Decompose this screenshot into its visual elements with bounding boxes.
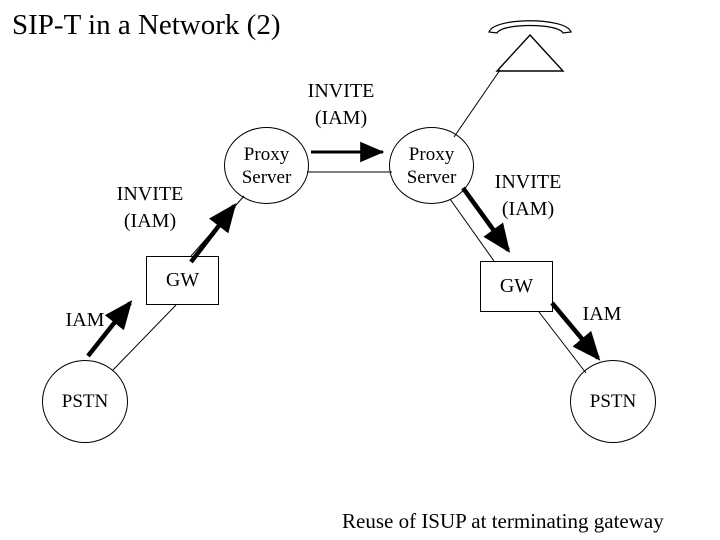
flow-label-iam-originating: IAM	[65, 309, 105, 331]
arrow-invite-originating	[189, 203, 237, 264]
flow-label-invite-proxy-to-proxy: INVITE (IAM)	[307, 80, 375, 129]
node-gateway-right[interactable]: GW	[480, 261, 553, 312]
link-gw-left-to-proxy-left	[190, 195, 245, 257]
node-label: GW	[499, 275, 534, 297]
link-pstn-left-to-gw-left	[112, 304, 177, 371]
node-label: PSTN	[61, 391, 109, 412]
flow-label-invite-terminating: INVITE (IAM)	[494, 171, 562, 220]
node-label: PSTN	[589, 391, 637, 412]
node-label: Proxy Server	[241, 143, 292, 188]
node-proxy-server-left[interactable]: Proxy Server	[224, 127, 309, 204]
node-label: GW	[165, 269, 200, 291]
page-title: SIP-T in a Network (2)	[12, 9, 281, 41]
node-pstn-right[interactable]: PSTN	[570, 360, 656, 443]
node-label: Proxy Server	[406, 143, 457, 188]
slide-caption: Reuse of ISUP at terminating gateway	[342, 509, 664, 533]
node-pstn-left[interactable]: PSTN	[42, 360, 128, 443]
flow-label-invite-originating: INVITE (IAM)	[116, 183, 184, 232]
node-proxy-server-right[interactable]: Proxy Server	[389, 127, 474, 204]
node-gateway-left[interactable]: GW	[146, 256, 219, 305]
antenna-icon	[488, 20, 572, 72]
flow-label-iam-terminating: IAM	[582, 303, 622, 325]
link-proxy-right-to-antenna	[453, 69, 501, 138]
